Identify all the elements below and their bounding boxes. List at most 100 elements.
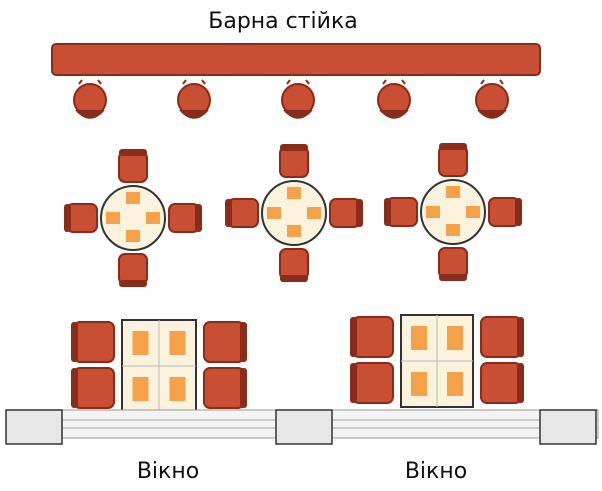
chair-back (350, 317, 357, 357)
chair-back (280, 275, 308, 282)
place-setting (426, 206, 440, 218)
chair (168, 203, 202, 233)
chair-seat (438, 145, 468, 177)
chair-back (119, 280, 147, 287)
bar-stool-back (286, 79, 310, 85)
round-table-set (64, 149, 202, 287)
place-setting (447, 326, 463, 350)
place-setting (287, 187, 301, 199)
place-setting (446, 186, 460, 198)
chair-back (384, 198, 391, 226)
chair-back (240, 322, 247, 362)
square-tables (71, 314, 524, 413)
place-setting (169, 377, 186, 401)
place-setting (446, 224, 460, 236)
bar-stool-back (78, 79, 102, 85)
round-table-top (261, 180, 327, 246)
chair-back (225, 199, 232, 227)
chair-seat (227, 198, 259, 228)
chair (118, 253, 148, 287)
chair-seat (480, 362, 522, 404)
chair (438, 247, 468, 281)
wall-pillar-right (539, 409, 597, 445)
chair-back (280, 144, 308, 151)
chair (480, 362, 524, 404)
chair-back (439, 143, 467, 150)
chair-back (64, 204, 71, 232)
chair-seat (488, 197, 520, 227)
bar-stool (377, 79, 411, 119)
place-setting (411, 372, 427, 396)
chair (118, 149, 148, 183)
chair (279, 248, 309, 282)
chair-seat (203, 321, 245, 363)
bar-stool-cushion (379, 109, 409, 119)
chair-back (119, 149, 147, 156)
place-setting (287, 225, 301, 237)
bar-stool-back (182, 79, 206, 85)
chair-seat (118, 151, 148, 183)
chair-back (356, 199, 363, 227)
bar-stools (73, 79, 509, 119)
chair (438, 143, 468, 177)
chair-back (350, 363, 357, 403)
bar-stool-cushion (283, 109, 313, 119)
place-setting (126, 230, 140, 242)
bar-counter (51, 43, 541, 76)
chair-seat (352, 316, 394, 358)
round-table-set (384, 143, 522, 281)
chair (480, 316, 524, 358)
chair-seat (352, 362, 394, 404)
chair (71, 321, 115, 363)
chair (384, 197, 418, 227)
chair (71, 367, 115, 409)
place-setting (132, 377, 149, 401)
chair-back (71, 322, 78, 362)
place-setting (411, 326, 427, 350)
window-wall (5, 409, 599, 445)
chair-back (240, 368, 247, 408)
bar-stool-cushion (75, 109, 105, 119)
place-setting (146, 212, 160, 224)
bar-stool-cushion (477, 109, 507, 119)
place-setting (307, 207, 321, 219)
wall-pillar-middle (275, 409, 333, 445)
chair-seat (118, 253, 148, 285)
place-setting (169, 331, 186, 355)
chair (350, 362, 394, 404)
chair-back (517, 363, 524, 403)
chair (329, 198, 363, 228)
place-setting (466, 206, 480, 218)
chair (488, 197, 522, 227)
bar-counter-label: Барна стійка (208, 9, 358, 34)
bar-stool-cushion (179, 109, 209, 119)
chair-seat (438, 247, 468, 279)
place-setting (447, 372, 463, 396)
chair (350, 316, 394, 358)
chair-back (515, 198, 522, 226)
place-setting (132, 331, 149, 355)
chair-seat (480, 316, 522, 358)
chair-back (439, 274, 467, 281)
chair-seat (73, 321, 115, 363)
chair (279, 144, 309, 178)
chair-seat (329, 198, 361, 228)
place-setting (106, 212, 120, 224)
window-label-right: Вікно (405, 459, 467, 484)
bar-stool (475, 79, 509, 119)
window-label-left: Вікно (137, 459, 199, 484)
chair-seat (279, 146, 309, 178)
chair-seat (386, 197, 418, 227)
chair (64, 203, 98, 233)
round-table-set (225, 144, 363, 282)
place-setting (267, 207, 281, 219)
bar-stool (73, 79, 107, 119)
chair-back (517, 317, 524, 357)
chair (203, 321, 247, 363)
round-table-top (420, 179, 486, 245)
chair-back (71, 368, 78, 408)
round-tables (64, 143, 522, 287)
wall-pillar-left (5, 409, 63, 445)
round-table-top (100, 185, 166, 251)
